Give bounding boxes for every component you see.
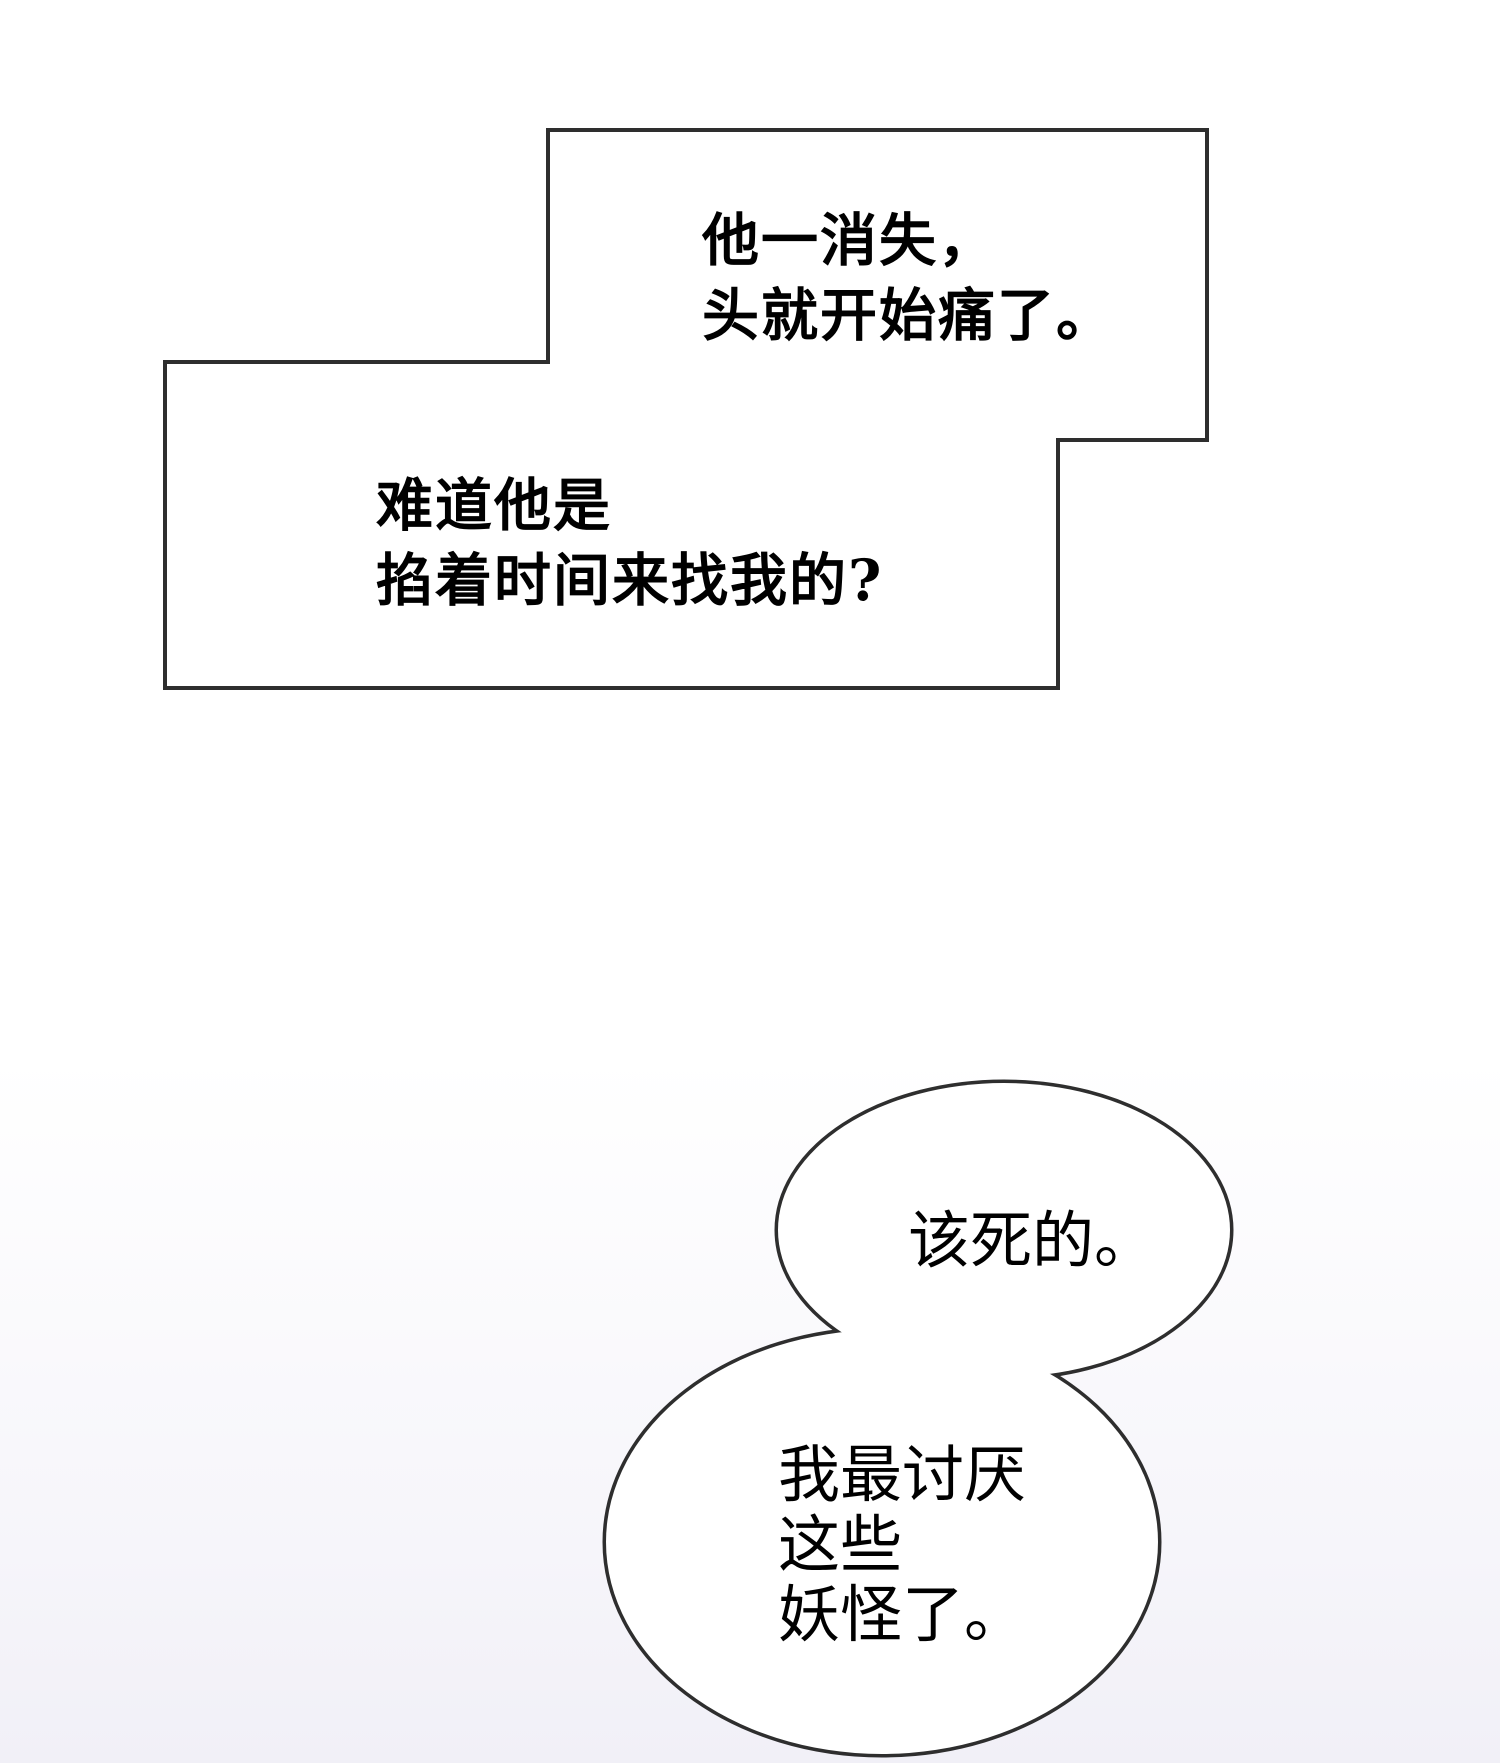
caption-box-outline xyxy=(163,128,1209,690)
caption-line: 头就开始痛了。 xyxy=(702,282,1115,349)
caption-line: 掐着时间来找我的? xyxy=(376,547,884,614)
caption-line: 他一消失， xyxy=(702,207,997,274)
bubble-line: 这些 xyxy=(778,1508,903,1581)
caption-line: 难道他是 xyxy=(376,472,612,539)
caption-text-bottom: 难道他是 掐着时间来找我的? xyxy=(376,468,883,618)
thought-bubble-fill xyxy=(606,1083,1230,1754)
bubble-text-bottom: 我最讨厌 这些 妖怪了。 xyxy=(778,1440,1026,1650)
bubble-text-top: 该死的。 xyxy=(908,1206,1156,1276)
caption-text-top: 他一消失， 头就开始痛了。 xyxy=(702,203,1115,353)
bubble-line: 妖怪了。 xyxy=(778,1578,1027,1651)
bubble-line: 该死的。 xyxy=(908,1204,1157,1277)
bubble-line: 我最讨厌 xyxy=(778,1438,1027,1511)
